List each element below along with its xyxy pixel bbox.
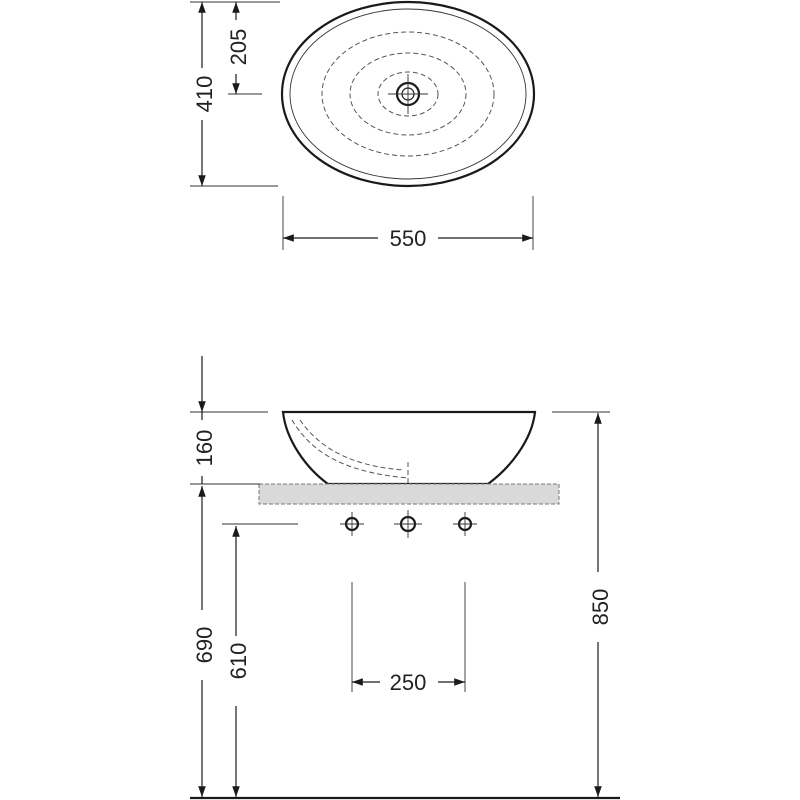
tap-center [394, 510, 422, 538]
bowl-contour-outer [321, 31, 495, 157]
dim-850-label: 850 [588, 589, 613, 626]
side-view: 160 690 610 250 850 [190, 356, 620, 800]
dim-690-label: 690 [192, 627, 217, 664]
dim-610-label: 610 [226, 643, 251, 680]
dim-550-label: 550 [390, 226, 427, 251]
top-view: 410 205 550 [190, 0, 536, 251]
dim-205-label: 205 [226, 29, 251, 66]
bowl-contour-middle [349, 52, 467, 136]
tap-left [340, 512, 364, 536]
basin-top-outline [280, 0, 536, 188]
basin-top-inner-rim [289, 8, 527, 180]
dim-160-label: 160 [192, 430, 217, 467]
bowl-contour-inner [377, 71, 439, 117]
basin-interior-profile-2 [299, 419, 405, 471]
countertop [258, 483, 560, 505]
basin-interior-profile [291, 419, 409, 479]
basin-side-outline [281, 410, 537, 486]
dim-410-label: 410 [192, 76, 217, 113]
dim-250-label: 250 [390, 670, 427, 695]
tap-right [453, 512, 477, 536]
